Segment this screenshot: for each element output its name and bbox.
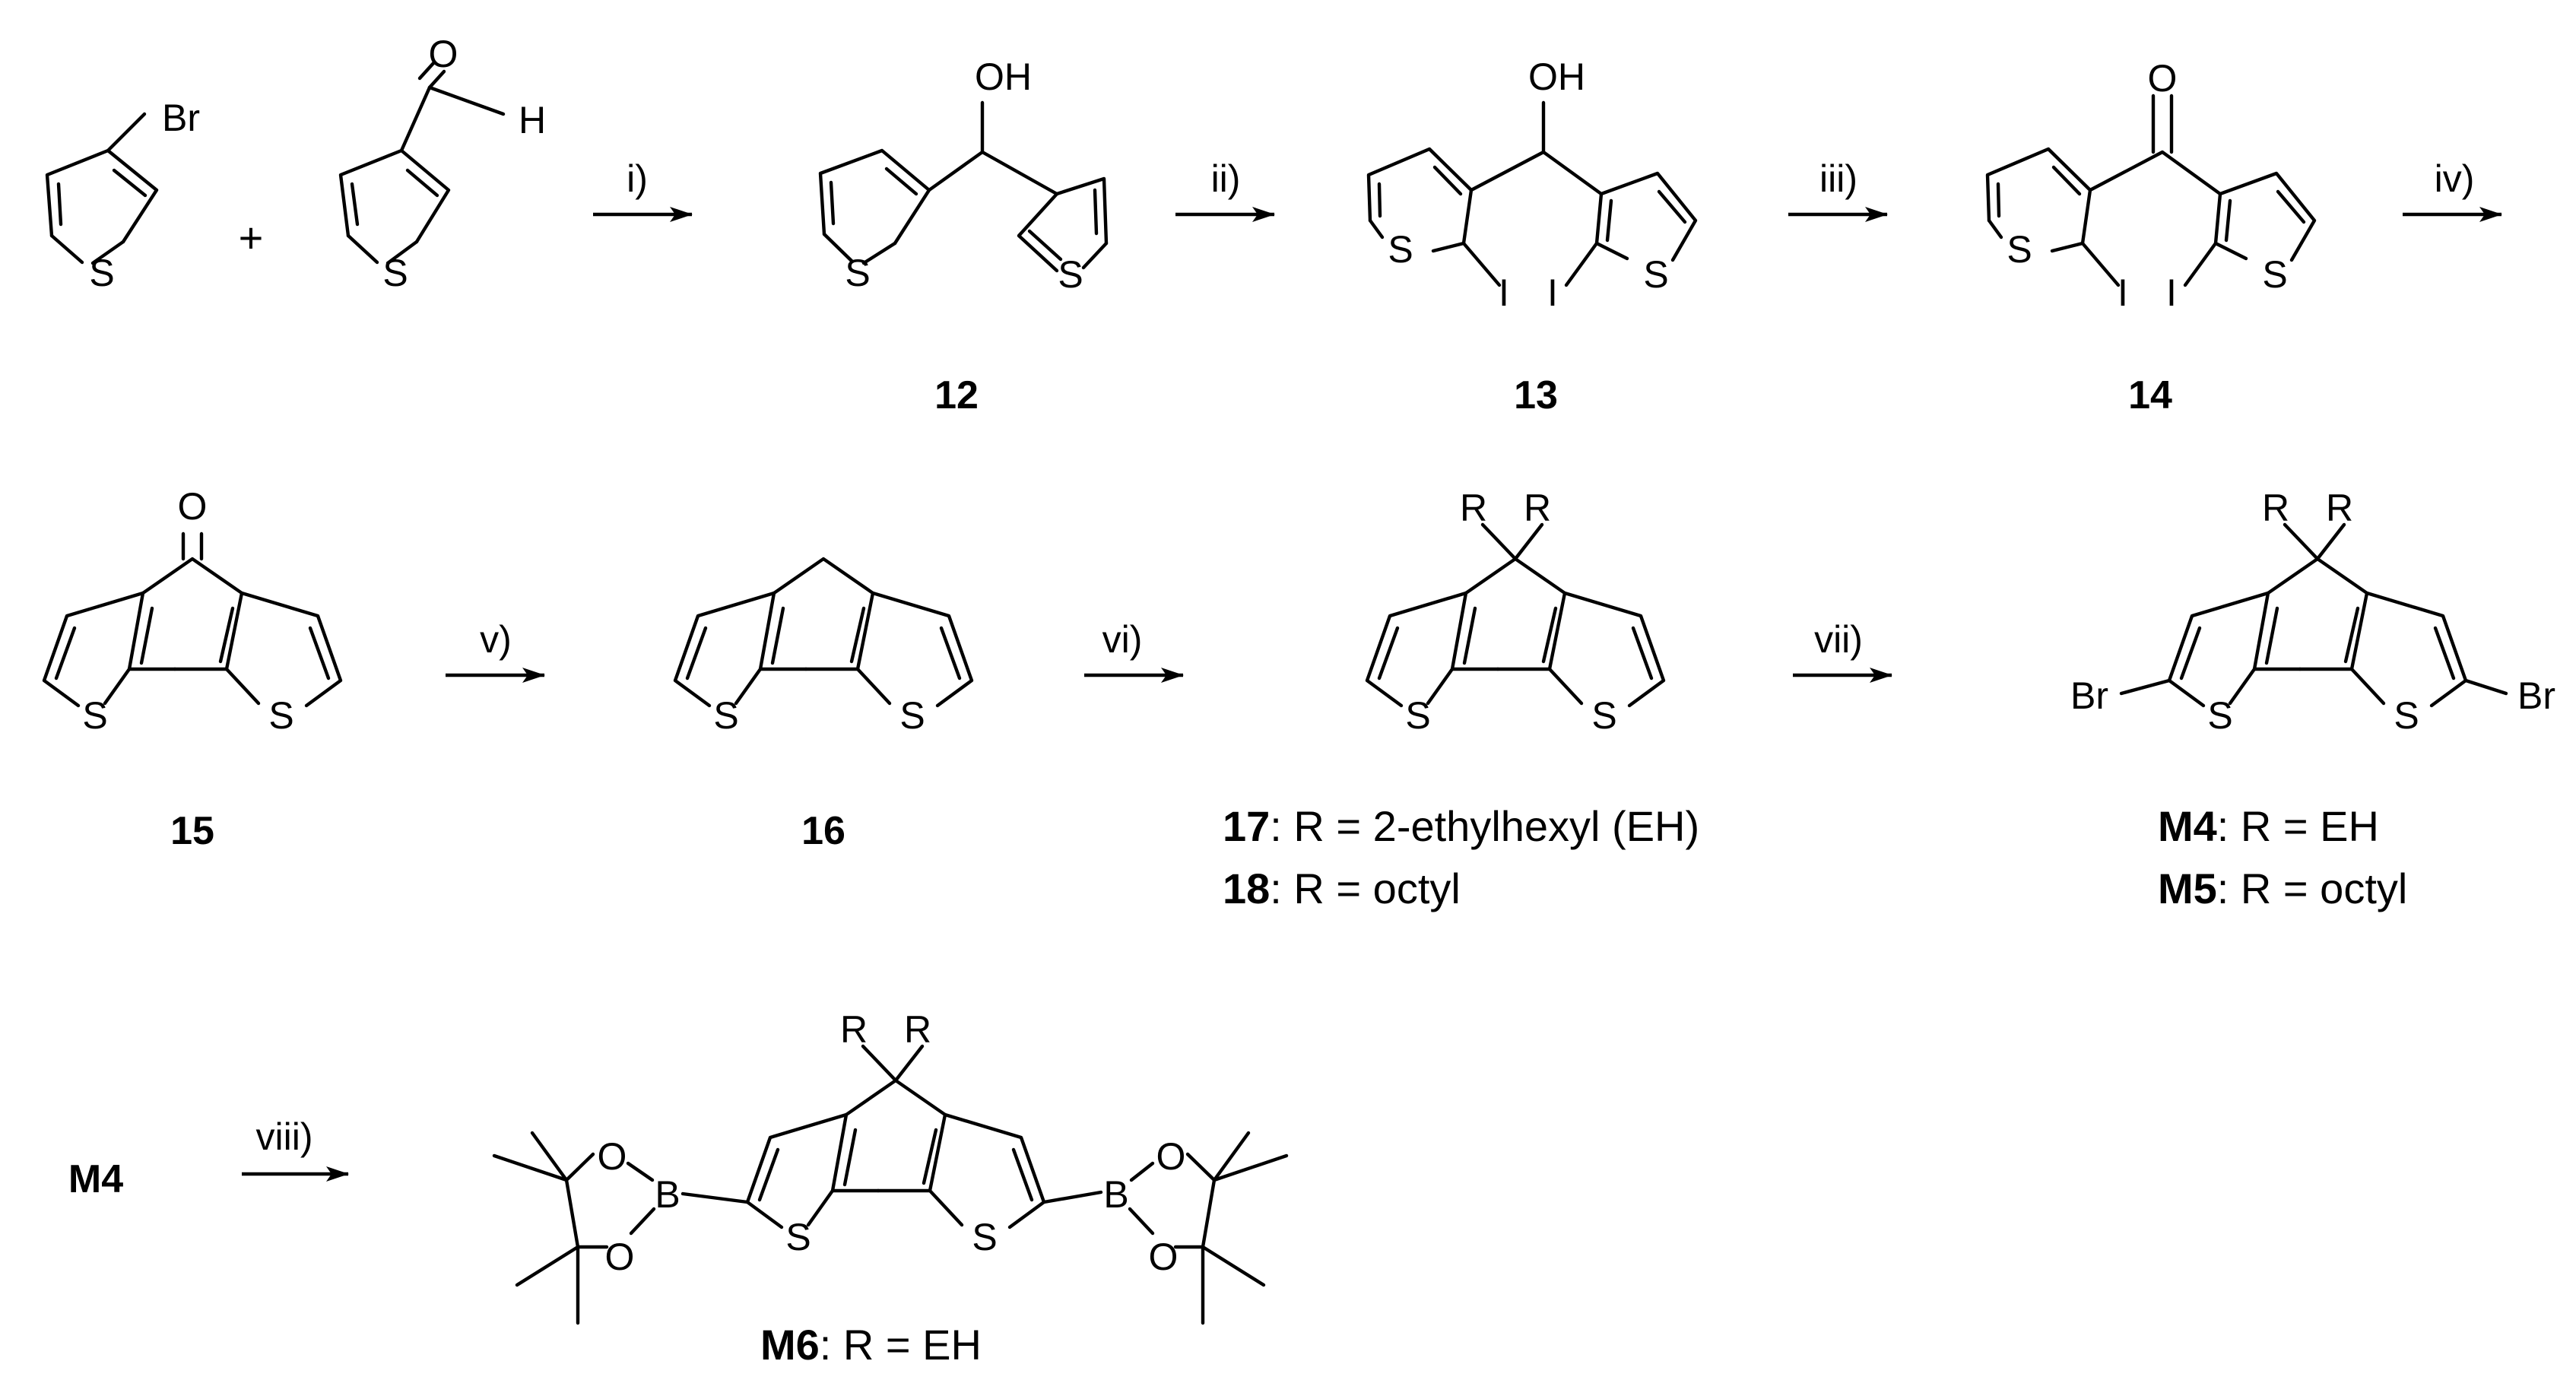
legend-compound-m4: M4: R = EH bbox=[2158, 802, 2379, 850]
iodine-atom: I bbox=[1499, 271, 1509, 314]
sulfur-atom: S bbox=[2007, 228, 2032, 271]
reaction-arrow-vii: vii) bbox=[1793, 618, 1892, 683]
sulfur-atom: S bbox=[382, 252, 408, 294]
sulfur-atom: S bbox=[972, 1216, 997, 1258]
compound-15-structure: O S S bbox=[42, 485, 343, 737]
reaction-arrow-ii: ii) bbox=[1175, 157, 1275, 222]
substituent-r: R bbox=[1460, 487, 1487, 529]
sulfur-atom: S bbox=[1388, 228, 1413, 271]
sulfur-atom: S bbox=[845, 252, 870, 294]
legend-compound-m6: M6: R = EH bbox=[760, 1321, 982, 1369]
reaction-arrow-v: v) bbox=[446, 618, 545, 683]
legend-compound-17: 17: R = 2-ethylhexyl (EH) bbox=[1223, 802, 1699, 850]
sulfur-atom: S bbox=[1643, 253, 1668, 296]
condition-label: iii) bbox=[1819, 157, 1857, 200]
boron-atom: B bbox=[1103, 1173, 1128, 1216]
bromine-atom: Br bbox=[162, 97, 200, 139]
oxygen-atom: O bbox=[1156, 1135, 1186, 1178]
iodine-atom: I bbox=[2166, 271, 2177, 314]
substituent-r: R bbox=[2326, 487, 2353, 529]
bromine-atom: Br bbox=[2070, 674, 2108, 717]
compound-14-structure: S S O I I bbox=[1985, 57, 2317, 314]
compound-16-structure: S S bbox=[673, 557, 974, 737]
hydroxyl-group: OH bbox=[975, 56, 1032, 98]
condition-label: vii) bbox=[1814, 618, 1863, 661]
oxygen-atom: O bbox=[429, 33, 458, 75]
sulfur-atom: S bbox=[899, 694, 925, 737]
sulfur-atom: S bbox=[713, 694, 738, 737]
hydrogen-atom: H bbox=[519, 99, 546, 141]
boron-atom: B bbox=[655, 1173, 680, 1216]
iodine-atom: I bbox=[1547, 271, 1558, 314]
reaction-arrow-i: i) bbox=[593, 157, 693, 222]
plus-sign: + bbox=[239, 214, 264, 262]
compound-label-12: 12 bbox=[934, 373, 979, 417]
compound-label-13: 13 bbox=[1514, 373, 1558, 417]
bromine-atom: Br bbox=[2517, 674, 2555, 717]
legend-compound-m5: M5: R = octyl bbox=[2158, 865, 2407, 912]
condition-label: vi) bbox=[1102, 618, 1143, 661]
sulfur-atom: S bbox=[785, 1216, 811, 1258]
substituent-r: R bbox=[904, 1008, 931, 1051]
molecule-thiophene-3-carbaldehyde: S O H bbox=[338, 33, 546, 294]
compound-17-18-structure: R R S S bbox=[1365, 487, 1666, 737]
hydroxyl-group: OH bbox=[1528, 56, 1585, 98]
compound-12-structure: S S OH bbox=[818, 56, 1109, 296]
sulfur-atom: S bbox=[1591, 694, 1616, 737]
iodine-atom: I bbox=[2118, 271, 2128, 314]
sulfur-atom: S bbox=[1058, 253, 1083, 296]
compound-label-16: 16 bbox=[801, 809, 845, 853]
compound-m4-m5-structure: R R S S Br Br bbox=[2070, 487, 2555, 737]
sulfur-atom: S bbox=[2262, 253, 2287, 296]
compound-label-14: 14 bbox=[2128, 373, 2172, 417]
sulfur-atom: S bbox=[268, 694, 293, 737]
reaction-arrow-viii: viii) bbox=[242, 1115, 349, 1182]
start-material-m4-label: M4 bbox=[68, 1157, 123, 1201]
reaction-arrow-iv: iv) bbox=[2403, 157, 2502, 222]
molecule-3-bromothiophene: S Br bbox=[45, 97, 200, 294]
sulfur-atom: S bbox=[82, 694, 107, 737]
substituent-r: R bbox=[1524, 487, 1551, 529]
sulfur-atom: S bbox=[2207, 694, 2232, 737]
substituent-r: R bbox=[840, 1008, 868, 1051]
condition-label: ii) bbox=[1211, 157, 1241, 200]
oxygen-atom: O bbox=[2148, 57, 2178, 100]
oxygen-atom: O bbox=[1149, 1236, 1179, 1278]
compound-13-structure: S S OH I I bbox=[1366, 56, 1698, 314]
sulfur-atom: S bbox=[1405, 694, 1430, 737]
condition-label: iv) bbox=[2435, 157, 2475, 200]
oxygen-atom: O bbox=[605, 1236, 635, 1278]
sulfur-atom: S bbox=[2394, 694, 2419, 737]
reaction-arrow-vi: vi) bbox=[1084, 618, 1184, 683]
oxygen-atom: O bbox=[178, 485, 208, 528]
legend-compound-18: 18: R = octyl bbox=[1223, 865, 1461, 912]
condition-label: v) bbox=[480, 618, 512, 661]
sulfur-atom: S bbox=[89, 252, 114, 294]
oxygen-atom: O bbox=[598, 1135, 627, 1178]
compound-m6-structure: R R S S B O O B O O bbox=[492, 1008, 1289, 1325]
condition-label: i) bbox=[627, 157, 648, 200]
substituent-r: R bbox=[2262, 487, 2289, 529]
reaction-arrow-iii: iii) bbox=[1788, 157, 1888, 222]
compound-label-15: 15 bbox=[170, 809, 214, 853]
condition-label: viii) bbox=[256, 1115, 313, 1158]
